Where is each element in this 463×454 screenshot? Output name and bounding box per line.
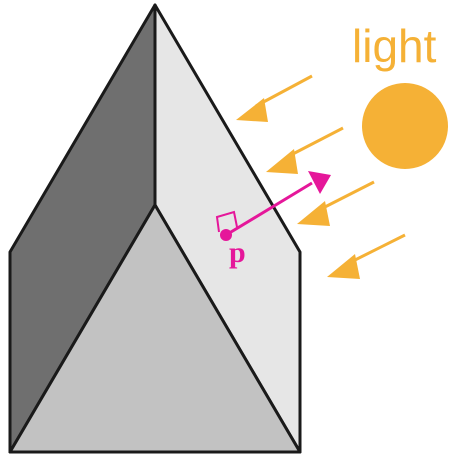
- right-angle-marker: [215, 210, 238, 233]
- surface-normal: p: [215, 171, 331, 269]
- point-p-label: p: [229, 236, 246, 269]
- light-label: light: [352, 20, 437, 72]
- normal-arrow-icon: [225, 181, 313, 237]
- normal-arrowhead: [308, 171, 331, 194]
- sun-circle-icon: [362, 83, 448, 169]
- light-ray-arrow-icon: [236, 74, 313, 122]
- light-ray-arrow-icon: [327, 233, 406, 279]
- light-ray-arrow-icon: [266, 126, 344, 174]
- point-p-dot: [220, 229, 232, 241]
- prism-front-face: [8, 203, 302, 454]
- light-ray-arrow-icon: [297, 180, 375, 226]
- light-rays: [236, 74, 406, 279]
- prism: [8, 3, 302, 454]
